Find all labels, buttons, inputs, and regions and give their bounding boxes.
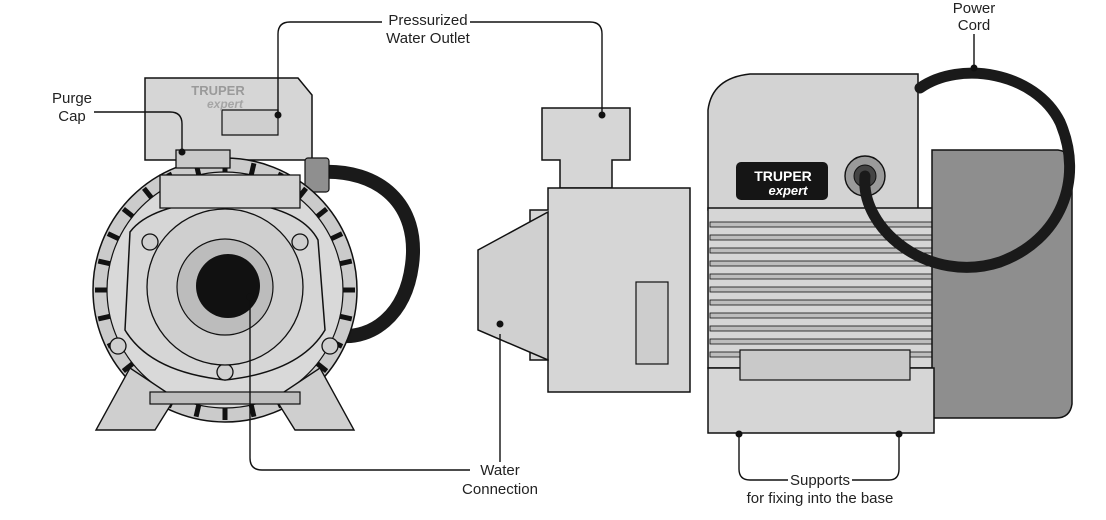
label-purge-line2: Cap [58, 108, 86, 125]
bolt [141, 233, 159, 251]
water-outlet-flange [541, 107, 631, 189]
front-base-right [274, 366, 356, 431]
fin [121, 361, 135, 374]
label-supports-line2: for fixing into the base [747, 490, 894, 507]
motor-fin [709, 221, 933, 228]
side-view-pump: TRUPER expert [477, 67, 1076, 434]
fin [193, 404, 202, 418]
fin [121, 206, 135, 219]
fin [330, 231, 344, 242]
side-logo-brand: TRUPER [754, 168, 812, 184]
fin [339, 258, 353, 267]
front-bolts [109, 233, 339, 381]
motor-fin [709, 312, 933, 319]
water-inlet-nozzle [477, 210, 549, 362]
front-view-pump: TRUPER expert [92, 77, 420, 431]
purge-cap [175, 149, 231, 169]
leader-water-left [249, 297, 470, 471]
fin [315, 361, 329, 374]
motor-end-cap [931, 149, 1073, 419]
leader-purge-cap [94, 111, 183, 152]
logo-plate [736, 162, 828, 200]
bolt [321, 337, 339, 355]
side-logo-line: expert [768, 183, 808, 198]
label-water-line1: Water [480, 462, 519, 479]
callout-labels: Pressurized Water Outlet Purge Cap Power… [52, 0, 995, 507]
label-outlet-line1: Pressurized [388, 12, 467, 29]
bolt [216, 363, 234, 381]
leader-supports-right [852, 434, 900, 481]
bolt [291, 233, 309, 251]
motor-fin [709, 325, 933, 332]
motor-fin [709, 338, 933, 345]
leader-supports-left [738, 434, 788, 481]
label-supports-line1: Supports [790, 472, 850, 489]
label-water-line2: Connection [462, 481, 538, 498]
fin [339, 313, 353, 322]
motor-fin [709, 299, 933, 306]
water-inlet-hole [196, 254, 260, 318]
label-outlet-line2: Water Outlet [386, 30, 470, 47]
motor-fin [709, 260, 933, 267]
front-logo-line: expert [207, 97, 244, 111]
leader-outlet-left [277, 21, 382, 115]
fin [141, 186, 154, 200]
front-logo-brand: TRUPER [191, 83, 245, 98]
fin [106, 231, 120, 242]
front-base-left [94, 366, 176, 431]
fin [248, 404, 257, 418]
front-power-cord [311, 164, 420, 344]
leader-lines [94, 21, 978, 481]
motor-fin [709, 273, 933, 280]
motor-fin [709, 286, 933, 293]
side-power-cord [859, 67, 1076, 273]
fin [315, 206, 329, 219]
fin [248, 162, 257, 176]
label-power-line1: Power [953, 0, 996, 17]
label-power-line2: Cord [958, 17, 991, 34]
leader-outlet-right [470, 21, 603, 115]
label-purge-line1: Purge [52, 90, 92, 107]
bolt [109, 337, 127, 355]
fin [97, 258, 111, 267]
fin [97, 313, 111, 322]
